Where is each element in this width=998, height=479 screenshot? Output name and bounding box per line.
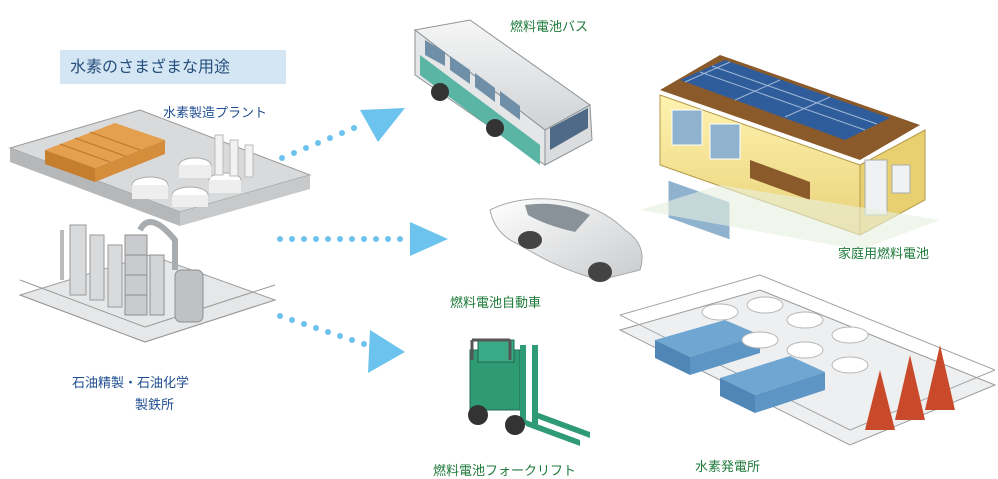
- label-refinery: 石油精製・石油化学: [72, 376, 190, 391]
- label-home-fuel-cell: 家庭用燃料電池: [838, 247, 930, 262]
- refinery-illustration: [18, 219, 277, 343]
- label-fuel-cell-forklift: 燃料電池フォークリフト: [433, 464, 577, 479]
- fuel-cell-forklift-illustration: [468, 338, 590, 446]
- hydrogen-power-plant-illustration: [618, 274, 997, 446]
- label-fuel-cell-car: 燃料電池自動車: [450, 296, 542, 311]
- arrow-to-bus: [279, 108, 405, 161]
- fuel-cell-bus-illustration: [413, 19, 593, 166]
- house-illustration: [640, 55, 940, 250]
- hydrogen-plant-illustration: [8, 109, 312, 226]
- arrow-to-forklift: [277, 313, 405, 373]
- label-steelworks: 製鉄所: [135, 398, 175, 413]
- label-hydrogen-power-plant: 水素発電所: [695, 460, 761, 475]
- label-hydrogen-plant: 水素製造プラント: [163, 106, 268, 121]
- arrow-to-car: [277, 222, 448, 256]
- label-fuel-cell-bus: 燃料電池バス: [510, 20, 589, 35]
- diagram-title: 水素のさまざまな用途: [60, 50, 286, 84]
- fuel-cell-car-illustration: [489, 198, 643, 282]
